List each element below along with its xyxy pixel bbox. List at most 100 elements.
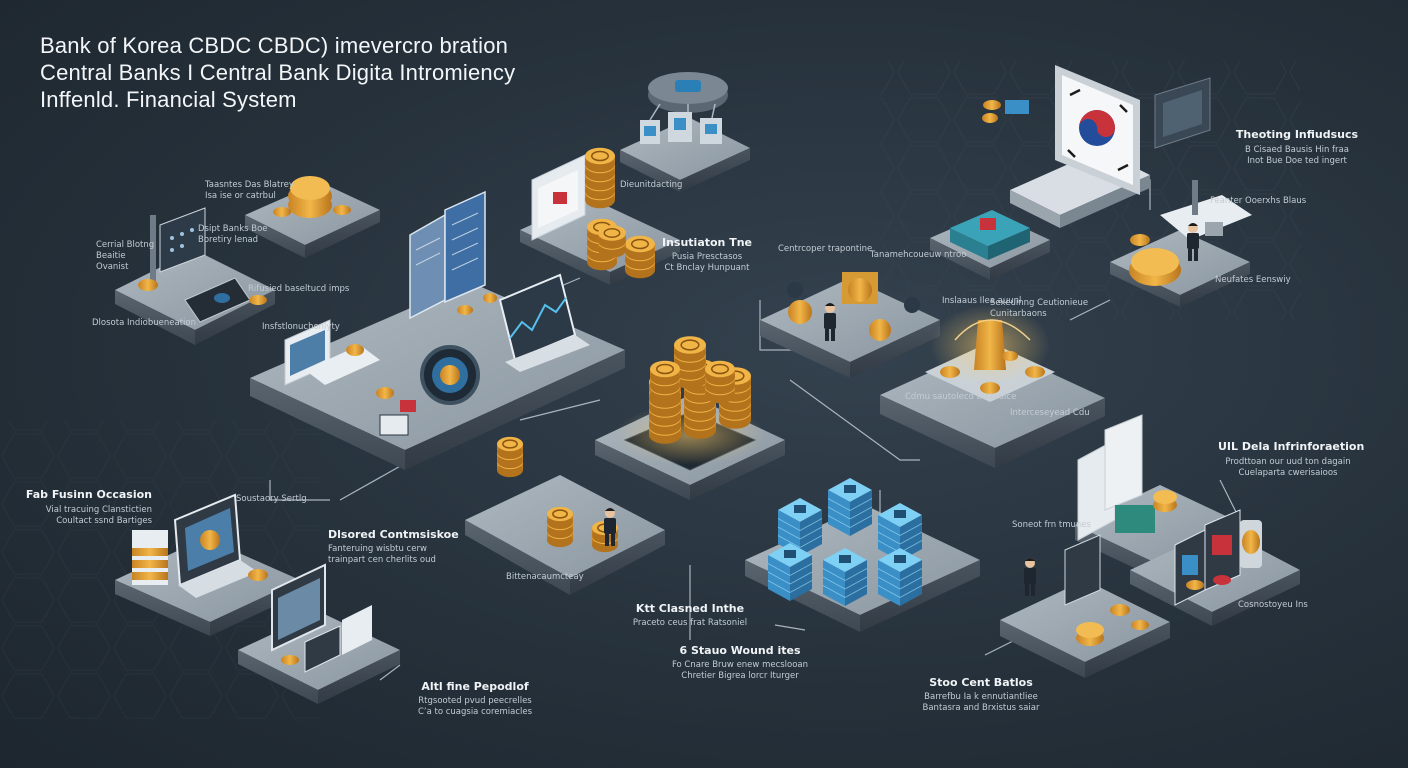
label-theoting: Theoting Infiudsucs B Cisaed Bausis Hin … xyxy=(1232,128,1362,167)
label-centrcoper: Centrcoper trapontine xyxy=(778,244,872,255)
person-icon xyxy=(604,508,616,546)
label-six-stauo: 6 Stauo Wound ites Fo Cnare Bruw enew me… xyxy=(670,644,810,682)
person-icon xyxy=(824,303,836,341)
label-kdt-clased-sub1: Praceto ceus frat Ratsoniel xyxy=(632,618,748,628)
platform-stoo-cent xyxy=(1000,534,1170,678)
server-cube-icon xyxy=(822,548,868,606)
label-dsip-1: Dsipt Banks Boe xyxy=(198,224,268,234)
label-fab-fusion: Fab Fusinn Occasion Vial tracuing Clanst… xyxy=(20,488,152,527)
server-cube-icon xyxy=(777,498,823,556)
label-insliatus: Inslaaus Ilea auunl xyxy=(942,296,1021,307)
label-uil-data-sub1: Prodttoan our uud ton dagain xyxy=(1225,457,1351,467)
label-kdt-clased-head: Ktt Clasned Inthe xyxy=(635,602,745,615)
platform-payments-hub xyxy=(250,190,625,470)
platform-glow-network xyxy=(880,305,1105,468)
label-intsisti: Insfstlonuchonlyty xyxy=(262,322,340,333)
label-saneot-1: Soneot frn tmunes xyxy=(1012,520,1091,530)
label-uil-data-head: UIL Dela Infrinforaetion xyxy=(1218,440,1365,453)
label-distored-sub2: trainpart cen cherlits oud xyxy=(328,555,436,565)
title-line-3: Inffenld. Financial System xyxy=(40,87,297,112)
platform-operator xyxy=(760,272,940,378)
label-sezeuiring-2: Cunitarbaons xyxy=(990,309,1047,319)
label-nevatee: Neufates Eenswiy xyxy=(1215,275,1291,286)
label-dsip-2: Boretiry lenad xyxy=(198,235,259,245)
label-six-stauo-sub1: Fo Cnare Bruw enew mecslooan xyxy=(671,660,809,670)
label-insutiaton-head: Insutiaton Tne xyxy=(661,236,753,249)
platform-control-panel xyxy=(115,207,275,345)
label-central-small-3: Ovanist xyxy=(96,262,129,272)
label-intercensgn: Interceseyead Cdu xyxy=(1010,408,1090,419)
label-distored: Dlsored Contmsiskoe Fanteruing wisbtu ce… xyxy=(328,528,459,566)
label-central-small: Cerrial Blotng Beaitie Ovanist xyxy=(96,240,154,273)
label-tonanteue: Tanamehcoueuw ntroo xyxy=(870,250,966,261)
platform-coin-cluster xyxy=(245,176,380,258)
label-fab-fusion-sub2: Coultact ssnd Bartiges xyxy=(56,516,152,526)
main-title: Bank of Korea CBDC CBDC) imevercro brati… xyxy=(40,32,515,113)
person-icon xyxy=(1187,223,1199,261)
label-bittenas: Bittenacaumcteay xyxy=(506,572,584,583)
bitcoin-coin-stack-icon xyxy=(547,506,573,548)
server-cube-icon xyxy=(827,478,873,536)
label-kdt-clased: Ktt Clasned Inthe Praceto ceus frat Rats… xyxy=(625,602,755,629)
label-fenteoemoe-1: Feanter Ooerxhs Blaus xyxy=(1210,196,1307,206)
label-tasnte: Taasntes Das Blatrey Isa ise or catrbul xyxy=(205,180,294,202)
label-fenteoemoe: Feanter Ooerxhs Blaus xyxy=(1210,196,1306,207)
label-coreosty-1: Cosnostoyeu Ins xyxy=(1238,600,1308,610)
label-sezeuiring-1: Sexeuinng Ceutionieue xyxy=(990,298,1089,308)
korea-computer xyxy=(1010,65,1150,228)
label-insutiaton-sub1: Pusia Presctasos xyxy=(671,252,743,262)
label-insutiaton-sub2: Ct Bnclay Hunpuant xyxy=(664,263,750,273)
server-cube-icon xyxy=(877,548,923,606)
title-line-2: Central Banks I Central Bank Digita Intr… xyxy=(40,60,516,85)
label-sezeuiring: Sexeuinng Ceutionieue Cunitarbaons xyxy=(990,298,1088,320)
label-distored-sub1: Fanteruing wisbtu cerw xyxy=(328,544,427,554)
label-intsisti-1: Insfstlonuchonlyty xyxy=(262,322,340,332)
label-fab-fusion-sub1: Vial tracuing Clanstictien xyxy=(45,505,152,515)
label-dieunitdacting: Dieunitdacting xyxy=(620,180,682,191)
label-fab-fusion-head: Fab Fusinn Occasion xyxy=(25,488,152,501)
label-alti-purpose-head: Altl fine Pepodlof xyxy=(421,680,529,693)
label-stoo-cent: Stoo Cent Batlos Barrefbu Ia k ennutiant… xyxy=(916,676,1046,714)
bitcoin-coin-stack-icon xyxy=(674,336,706,389)
person-icon xyxy=(1024,558,1036,596)
label-central-small-1: Cerrial Blotng xyxy=(96,240,155,250)
floating-screens-right xyxy=(982,77,1211,149)
label-bittenas-1: Bittenacaumcteay xyxy=(506,572,584,582)
label-disposa: Dlosota Indiobueneation xyxy=(92,318,196,329)
label-rifusied-1: Rifusied baseltucd imps xyxy=(248,284,350,294)
label-cdmu: Cdmu sautolecd bu taulce xyxy=(905,392,1016,403)
platform-vault-operator xyxy=(1110,180,1252,307)
bitcoin-coin-stack-icon xyxy=(650,360,680,404)
label-disposa-1: Dlosota Indiobueneation xyxy=(92,318,196,328)
label-coreosty: Cosnostoyeu Ins xyxy=(1238,600,1308,611)
label-alti-purpose-sub2: C’a to cuagsia coremiacles xyxy=(417,707,533,717)
label-theoting-sub2: Inot Bue Doe ted ingert xyxy=(1247,156,1347,166)
bitcoin-coin-stack-icon xyxy=(705,360,735,404)
label-soustory: Soustaory Sertlg xyxy=(236,494,307,505)
bitcoin-coin-stack-icon xyxy=(585,147,615,209)
label-tonanteue-1: Tanamehcoueuw ntroo xyxy=(870,250,967,260)
label-rifusied: Rifusied baseltucd imps xyxy=(248,284,349,295)
label-tasnte-1: Taasntes Das Blatrey xyxy=(205,180,294,190)
label-centrcoper-1: Centrcoper trapontine xyxy=(778,244,873,254)
platform-secure-device xyxy=(930,210,1050,280)
label-insliatus-1: Inslaaus Ilea auunl xyxy=(942,296,1022,306)
title-line-1: Bank of Korea CBDC CBDC) imevercro brati… xyxy=(40,33,509,58)
label-uil-data-sub2: Cuelaparta cwerisaioos xyxy=(1238,468,1338,478)
label-theoting-head: Theoting Infiudsucs xyxy=(1235,128,1359,141)
platform-bank-building xyxy=(620,72,750,192)
bitcoin-coin-stack-icon xyxy=(598,225,626,258)
label-six-stauo-sub2: Chretier Bigrea lorcr Iturger xyxy=(681,671,799,681)
server-cube-icon xyxy=(767,543,813,601)
label-soustory-1: Soustaory Sertlg xyxy=(236,494,307,504)
label-alti-purpose-sub1: Rtgsooted pvud peecrelles xyxy=(418,696,532,706)
label-theoting-sub1: B Cisaed Bausis Hin fraa xyxy=(1245,145,1349,155)
label-stoo-cent-sub1: Barrefbu Ia k ennutiantliee xyxy=(924,692,1038,702)
label-cdmu-1: Cdmu sautolecd bu taulce xyxy=(905,392,1017,402)
label-dsip: Dsipt Banks Boe Boretiry lenad xyxy=(198,224,268,246)
label-stoo-cent-sub2: Bantasra and Brxistus saiar xyxy=(922,703,1040,713)
platform-fab-fusion xyxy=(115,493,300,636)
label-six-stauo-head: 6 Stauo Wound ites xyxy=(679,644,801,657)
bitcoin-coin-stack-icon xyxy=(497,436,523,478)
